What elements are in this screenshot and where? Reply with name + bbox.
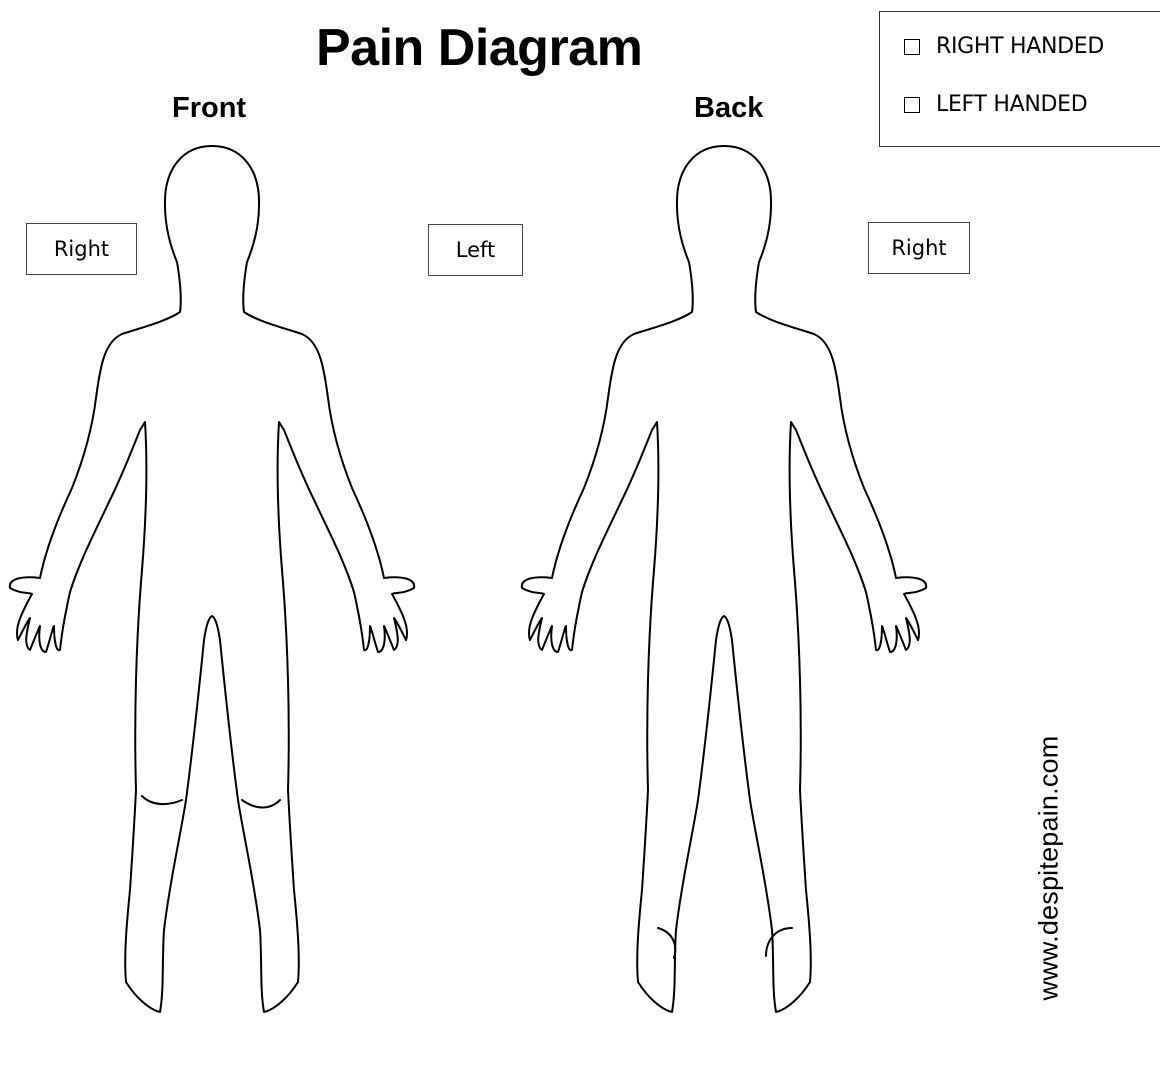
front-silhouette [10, 146, 414, 1012]
back-left-heel-mark [658, 928, 675, 958]
back-body-outline [512, 0, 1032, 1091]
website-url: www.despitepain.com [1034, 736, 1065, 1001]
back-silhouette [522, 146, 926, 1012]
front-left-knee-mark [242, 800, 280, 808]
front-body-outline [0, 0, 520, 1091]
front-right-knee-mark [142, 796, 182, 804]
back-right-heel-mark [766, 928, 792, 956]
